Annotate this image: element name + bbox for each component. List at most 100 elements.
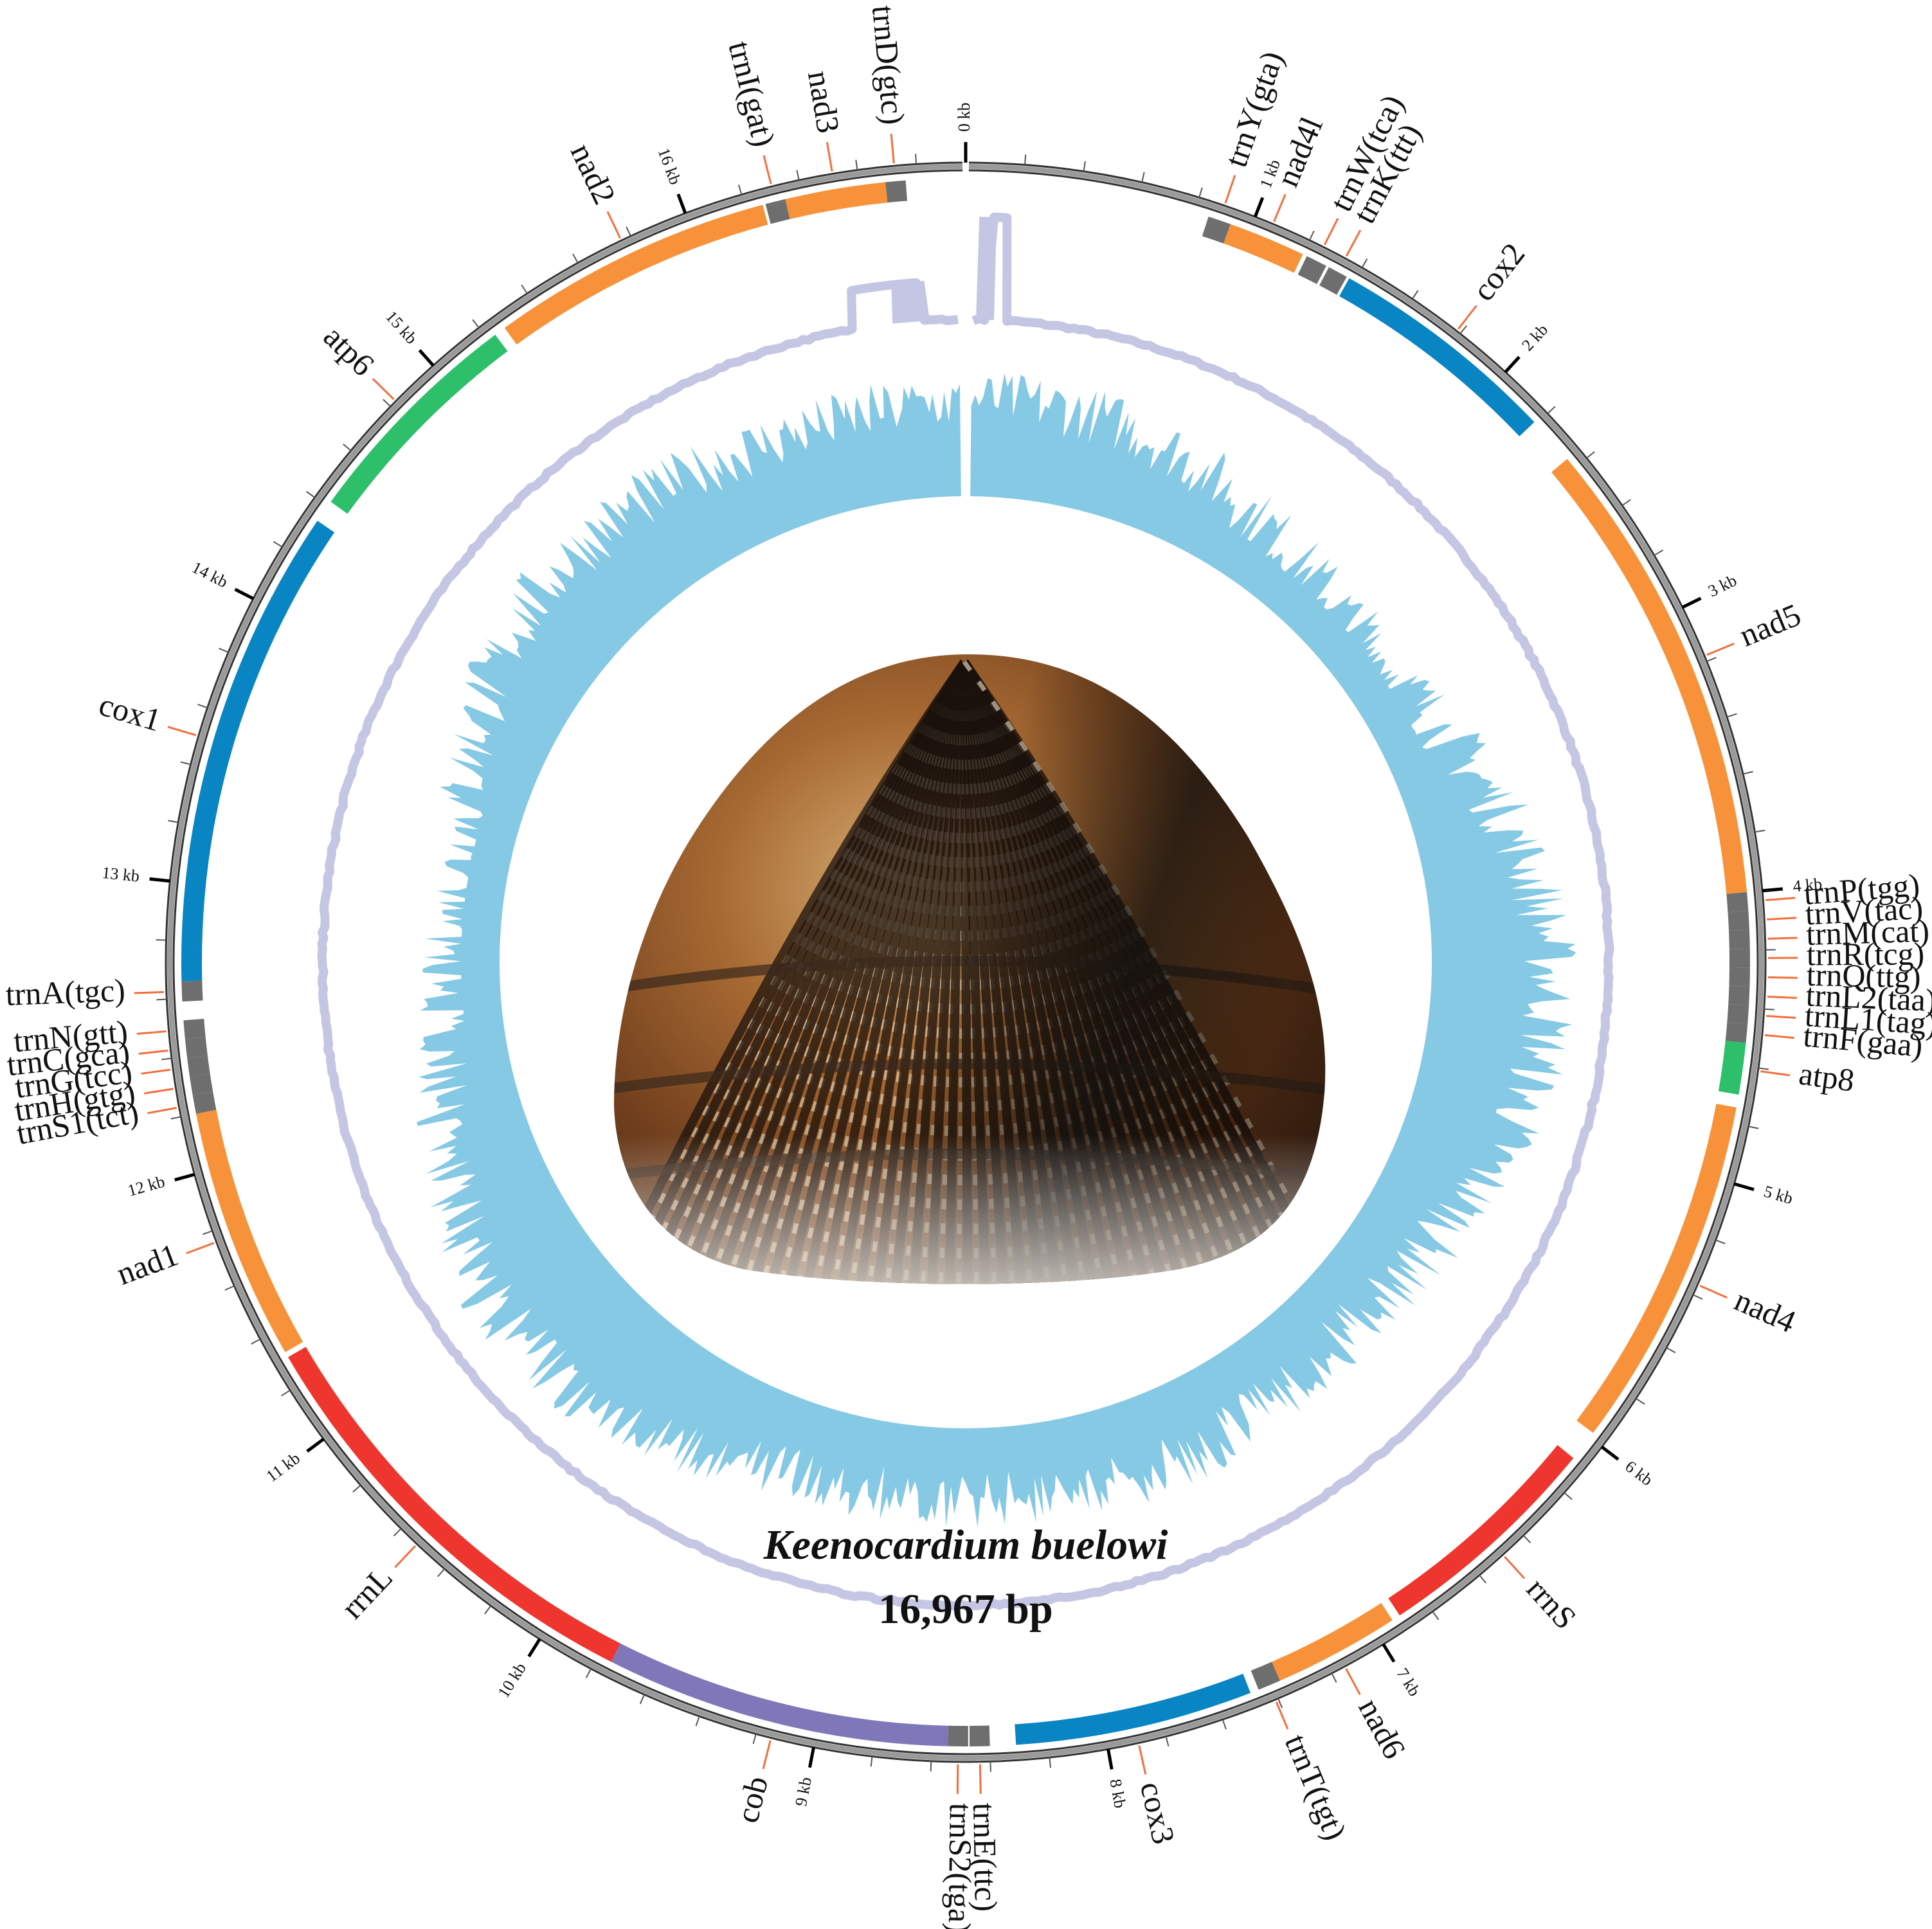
major-tick — [676, 193, 687, 214]
genome-length: 16,967 bp — [878, 1586, 1052, 1633]
gene-block-nad2 — [504, 204, 768, 345]
label-leader — [1273, 193, 1286, 222]
minor-tick — [796, 170, 800, 181]
major-tick — [1382, 1643, 1396, 1663]
minor-tick — [1758, 1067, 1769, 1070]
gc-skew-track — [317, 212, 1614, 1611]
label-leader — [1224, 175, 1236, 204]
tick-label: 6 kb — [1621, 1457, 1656, 1489]
minor-tick — [273, 541, 283, 548]
gc-skew-line — [317, 212, 1614, 1611]
minor-tick — [343, 444, 352, 451]
tick-label: 5 kb — [1762, 1182, 1795, 1208]
label-leader — [1138, 1745, 1147, 1775]
minor-tick — [1636, 1397, 1645, 1405]
gene-label-nad2: nad2 — [564, 138, 623, 210]
gene-label-rrns: rrnS — [1520, 1571, 1584, 1636]
gene-block-rrns — [1388, 1445, 1574, 1616]
tick-label: 0 kb — [955, 103, 973, 132]
gene-label-trnp-tgg: trnP(tgg) — [1802, 866, 1920, 911]
major-tick — [1600, 1445, 1620, 1461]
minor-tick — [1692, 1294, 1703, 1300]
label-leader — [1767, 976, 1798, 979]
label-leader — [890, 134, 895, 164]
gene-block-trnd-gtc — [885, 180, 908, 203]
label-leader — [1766, 1014, 1796, 1019]
minor-tick — [472, 319, 480, 328]
label-leader — [394, 1545, 416, 1568]
label-leader — [1323, 218, 1339, 246]
gene-block-nad3 — [785, 182, 888, 219]
gene-block-trnm-cat — [1728, 929, 1750, 949]
minor-tick — [306, 490, 316, 498]
gene-block-cox1 — [181, 521, 335, 982]
minor-tick — [1748, 1126, 1759, 1129]
label-leader — [1767, 917, 1797, 920]
shell-photo — [614, 654, 1326, 1284]
minor-tick — [1764, 1008, 1774, 1010]
major-tick — [808, 1746, 815, 1768]
gene-label-atp6: atp6 — [317, 318, 382, 382]
gene-block-trnk-ttt — [1319, 267, 1347, 295]
label-leader — [1345, 229, 1362, 257]
minor-tick — [1547, 406, 1556, 415]
label-leader — [167, 726, 197, 737]
tick-label: 4 kb — [1792, 874, 1823, 895]
gene-block-nad5 — [1551, 459, 1747, 894]
minor-tick — [1165, 1736, 1169, 1747]
minor-tick — [1715, 1239, 1726, 1244]
minor-tick — [1564, 1492, 1573, 1500]
gene-block-nad6 — [1272, 1602, 1393, 1681]
label-leader — [372, 378, 395, 400]
major-tick — [1762, 887, 1783, 893]
minor-tick — [1308, 230, 1315, 241]
gene-label-trnl1-tag: trnL1(tag) — [1804, 997, 1932, 1042]
gene-label-nad5: nad5 — [1734, 597, 1805, 654]
minor-tick — [1411, 290, 1419, 300]
label-leader — [763, 155, 772, 184]
label-leader — [826, 141, 833, 172]
label-leader — [134, 991, 164, 994]
minor-tick — [1522, 1535, 1531, 1543]
gene-label-trnq-ttg: trnQ(ttg) — [1806, 956, 1921, 994]
major-tick — [1681, 597, 1702, 609]
minor-tick — [180, 761, 191, 766]
minor-tick — [1432, 1611, 1440, 1620]
gc-skew-peak — [975, 217, 997, 320]
minor-tick — [1222, 1719, 1227, 1730]
gene-label-cox1: cox1 — [95, 686, 165, 738]
gene-block-atp8 — [1718, 1041, 1746, 1095]
major-tick — [1504, 355, 1521, 373]
minor-tick — [1049, 1757, 1052, 1768]
major-tick — [1106, 1748, 1114, 1770]
label-leader — [1767, 995, 1797, 999]
gene-block-cox2 — [1339, 278, 1535, 436]
gene-block-nad1 — [196, 1109, 303, 1352]
minor-tick — [752, 1734, 757, 1745]
tick-label: 14 kb — [189, 558, 231, 591]
gene-block-trny-gta — [1202, 216, 1231, 244]
minor-tick — [1141, 172, 1145, 183]
major-tick — [418, 349, 435, 367]
gene-block-nad4 — [1576, 1104, 1737, 1433]
gene-block-trnf-gaa — [1725, 1022, 1748, 1043]
minor-tick — [170, 1116, 181, 1120]
minor-tick — [197, 703, 208, 708]
gene-label-rrnl: rrnL — [334, 1559, 399, 1626]
tick-label: 12 kb — [125, 1172, 167, 1199]
tick-label: 7 kb — [1393, 1665, 1423, 1700]
minor-tick — [219, 647, 229, 653]
minor-tick — [1666, 1347, 1676, 1354]
minor-tick — [585, 1668, 592, 1678]
label-leader — [186, 1242, 215, 1255]
gene-block-trnt-tgt — [1250, 1662, 1280, 1690]
minor-tick — [639, 1694, 646, 1705]
minor-tick — [1361, 258, 1368, 268]
gene-block-trns1-tct — [192, 1091, 217, 1114]
gene-block-trns2-tga — [948, 1725, 968, 1746]
gene-block-trnw-tca — [1297, 256, 1326, 284]
gene-block-trni-gat — [765, 199, 790, 224]
gene-block-nad4l — [1223, 224, 1303, 273]
tick-label: 13 kb — [101, 863, 140, 886]
minor-tick — [695, 1716, 700, 1727]
